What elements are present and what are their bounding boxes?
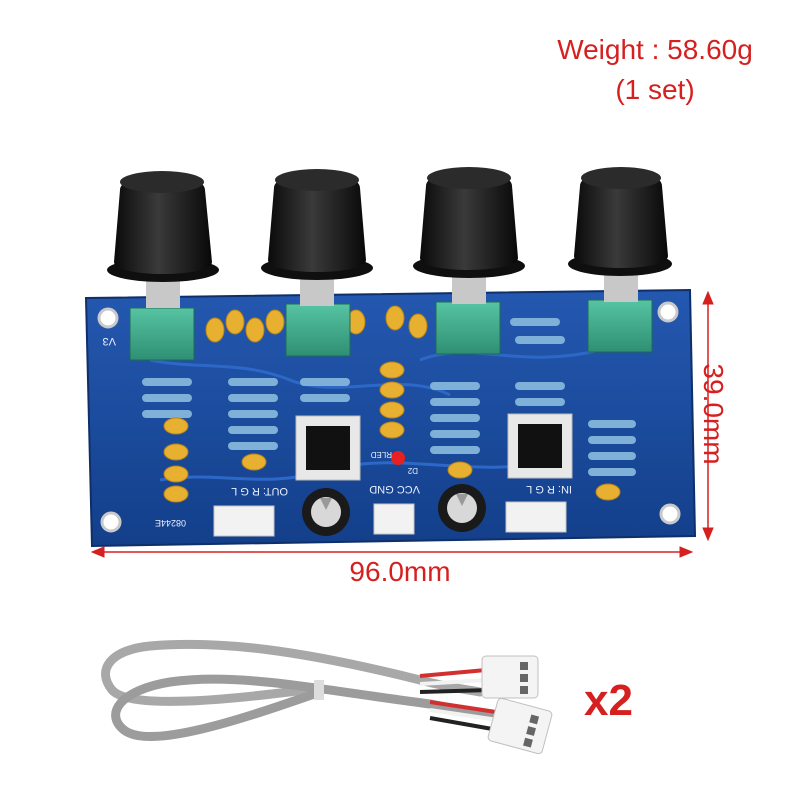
op-amp-chip-left (295, 415, 361, 481)
silk-d2: D2 (407, 466, 418, 475)
potentiometer-1 (107, 171, 219, 361)
silk-serial: 08244E (155, 518, 186, 528)
potentiometer-4 (568, 167, 672, 353)
led-indicator (391, 451, 405, 465)
power-connector (373, 503, 415, 535)
width-label: 96.0mm (349, 556, 451, 587)
mounting-hole (657, 301, 679, 323)
weight-line: Weight : 58.60g (557, 34, 753, 65)
silk-in: IN: R G L (526, 483, 572, 495)
potentiometer-2 (261, 169, 373, 357)
silk-out: OUT: R G L (231, 485, 288, 497)
cable-plug-bottom (487, 697, 553, 755)
pcb-board: V3 OUT: R G L VCC GND IN: R G L RLED D2 … (84, 288, 697, 548)
electrolytic-capacitor-left (302, 488, 350, 536)
resistor-group-right (430, 318, 636, 476)
silk-power: VCC GND (369, 483, 420, 495)
mounting-hole (659, 503, 681, 525)
silk-version: V3 (103, 335, 116, 347)
mounting-hole (97, 307, 119, 329)
connector-cable (101, 639, 553, 755)
resistor-group-left (142, 378, 350, 450)
electrolytic-capacitor-right (438, 484, 486, 532)
capacitor-group (163, 305, 621, 503)
output-connector (213, 505, 275, 537)
quantity-label: x2 (584, 676, 633, 725)
height-dimension-arrow (702, 290, 714, 542)
weight-annotation: Weight : 58.60g (1 set) (520, 30, 790, 110)
width-dimension-arrow (90, 546, 694, 558)
set-line: (1 set) (615, 74, 695, 105)
height-label: 39.0mm (698, 363, 729, 465)
silk-led: RLED (370, 450, 392, 459)
input-connector (505, 501, 567, 533)
potentiometer-3 (413, 167, 525, 355)
mounting-hole (100, 511, 122, 533)
cable-plug-top (481, 655, 539, 699)
op-amp-chip-right (507, 413, 573, 479)
